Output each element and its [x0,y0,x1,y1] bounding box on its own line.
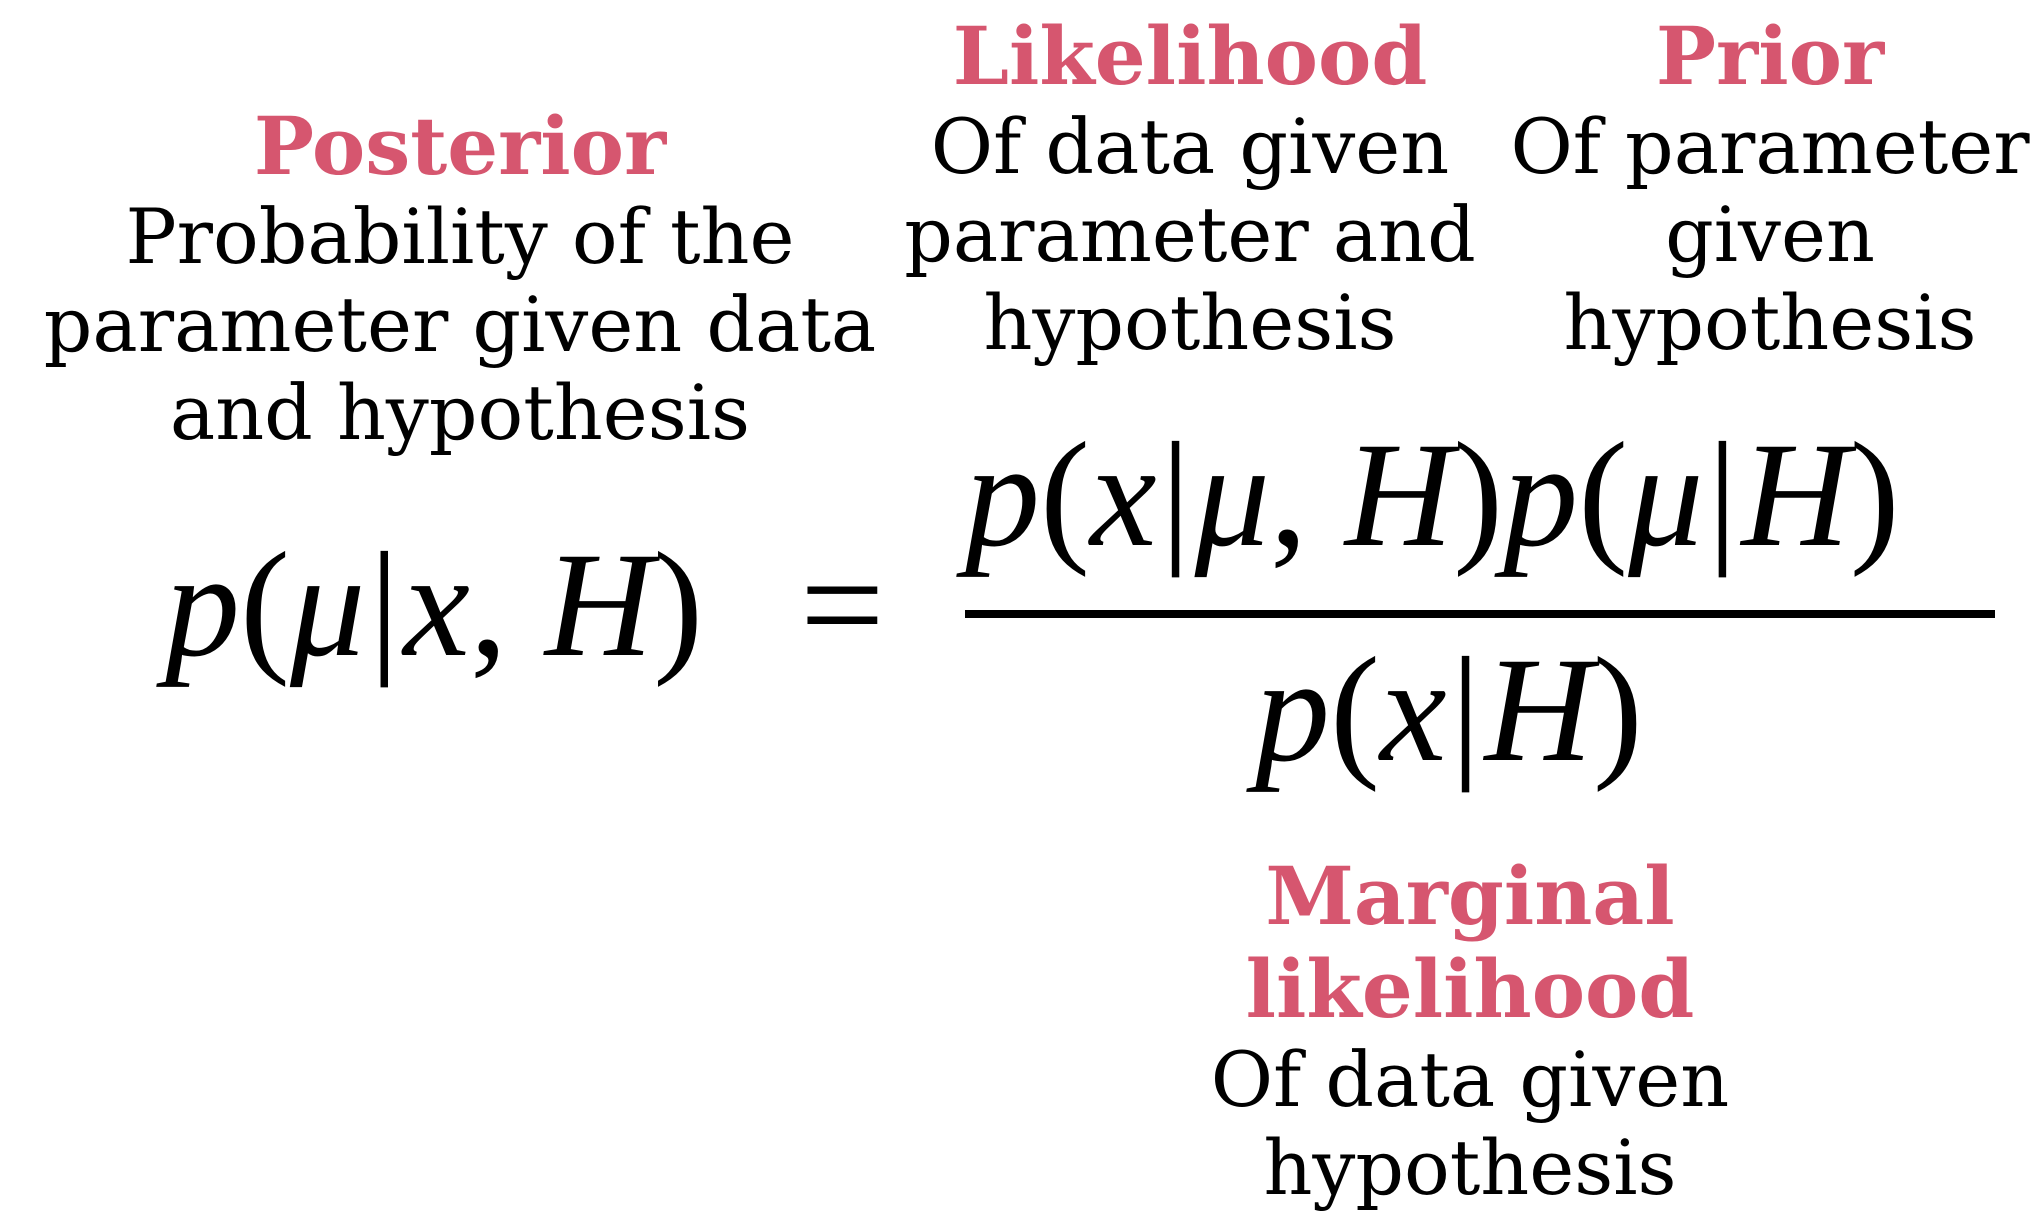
marginal-desc-line: Of data given [1210,1034,1730,1124]
given-bar: | [1707,412,1738,578]
given-bar: | [369,522,400,688]
p-symbol: p [1503,412,1579,578]
p-symbol: p [965,412,1040,578]
mu-symbol: μ [1628,412,1704,578]
open-paren: ( [1040,412,1090,578]
posterior-desc-line: Probability of the [125,191,795,281]
h-symbol: H [544,522,654,688]
x-symbol: x [403,522,470,688]
marginal-title-line: Marginal [1265,849,1675,943]
given-bar: | [1160,412,1191,578]
marginal-likelihood-annotation: Marginal likelihood Of data given hypoth… [1150,850,1790,1212]
posterior-description: Probability of the parameter given data … [20,191,900,458]
x-symbol: x [1089,412,1157,578]
prior-desc-line: hypothesis [1563,278,1977,368]
prior-annotation: Prior Of parameter given hypothesis [1500,10,2040,367]
open-paren: ( [240,522,290,688]
p-symbol: p [165,522,240,688]
close-paren: ) [653,522,704,688]
equals-sign: = [800,522,885,688]
x-symbol: x [1379,627,1447,793]
p-symbol: p [1255,627,1330,793]
prior-description: Of parameter given hypothesis [1500,101,2040,368]
comma: , [469,522,508,688]
prior-desc-line: given [1665,189,1875,279]
marginal-title-line: likelihood [1245,941,1695,1036]
prior-title: Prior [1655,9,1885,103]
close-paren: ) [1453,412,1504,578]
posterior-title: Posterior [253,99,667,193]
likelihood-annotation: Likelihood Of data given parameter and h… [880,10,1500,367]
posterior-annotation: Posterior Probability of the parameter g… [20,100,900,457]
numerator-expression: p(x|μ, H)p(μ|H) [965,420,1900,570]
open-paren: ( [1578,412,1629,578]
denominator-expression: p(x|H) [1255,635,1643,785]
given-bar: | [1450,627,1481,793]
likelihood-description: Of data given parameter and hypothesis [880,101,1500,368]
marginal-desc-line: hypothesis [1263,1122,1677,1212]
comma: , [1269,412,1308,578]
close-paren: ) [1849,412,1900,578]
likelihood-desc-line: Of data given [930,101,1450,191]
close-paren: ) [1592,627,1643,793]
h-symbol: H [1484,627,1593,793]
posterior-desc-line: parameter given data [43,279,877,369]
likelihood-desc-line: hypothesis [983,278,1397,368]
h-symbol: H [1344,412,1454,578]
mu-symbol: μ [1194,412,1270,578]
posterior-expression: p(μ|x, H) [165,530,703,680]
prior-desc-line: Of parameter [1510,101,2030,191]
marginal-description: Of data given hypothesis [1150,1034,1790,1212]
likelihood-desc-line: parameter and [904,189,1476,279]
h-symbol: H [1741,412,1850,578]
mu-symbol: μ [289,522,366,688]
fraction-line [965,610,1995,618]
open-paren: ( [1330,627,1380,793]
likelihood-title: Likelihood [952,9,1428,103]
posterior-desc-line: and hypothesis [169,368,751,458]
